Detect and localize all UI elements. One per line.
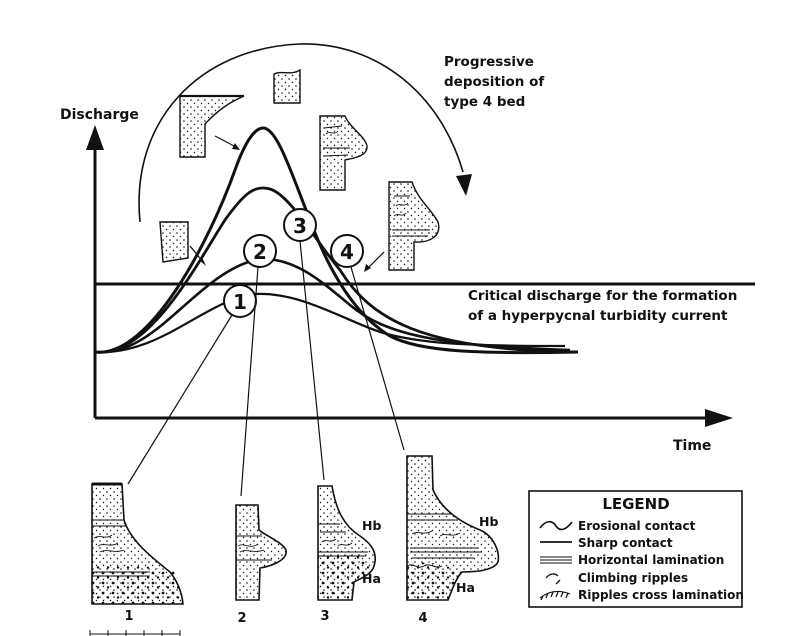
arc-label-1: Progressive [444, 54, 534, 70]
curve-marker-4: 4 [330, 234, 364, 268]
mini-sketch-far-right [364, 181, 440, 272]
curve-marker-label-2: 2 [253, 240, 267, 264]
legend-item-ripples: Ripples cross lamination [539, 588, 744, 602]
column4-unit-ha: Ha [456, 580, 475, 595]
erosional-contact-icon [539, 520, 573, 531]
legend-box [528, 490, 743, 608]
curve-marker-label-3: 3 [293, 214, 307, 238]
legend: LEGEND Erosional contact Sharp contact H… [528, 490, 744, 608]
legend-label-climbing: Climbing ripples [578, 571, 688, 585]
x-axis-label: Time [673, 438, 711, 454]
mini-sketch-top [273, 68, 301, 104]
legend-item-climbing: Climbing ripples [545, 571, 688, 585]
curve-1 [94, 292, 566, 354]
legend-item-horizontal: Horizontal lamination [540, 553, 724, 567]
bed-column-4 [406, 455, 500, 601]
legend-title: LEGEND [602, 495, 669, 513]
curve-3 [94, 186, 576, 354]
progressive-arc-arrow [138, 43, 472, 223]
column3-unit-hb: Hb [362, 518, 381, 533]
legend-item-erosional: Erosional contact [539, 519, 696, 533]
x-axis [95, 409, 733, 427]
y-axis-label: Discharge [60, 107, 139, 123]
bed-column-3 [317, 485, 376, 601]
hydrograph-curves [94, 126, 579, 355]
bed-column-label-3: 3 [320, 609, 329, 624]
leader-lines [127, 240, 405, 497]
legend-label-ripples: Ripples cross lamination [578, 588, 744, 602]
arc-label-3: type 4 bed [444, 94, 525, 110]
bed-column-label-1: 1 [124, 609, 133, 624]
arc-label-2: deposition of [444, 74, 544, 90]
bed-column-1 [91, 482, 184, 605]
climbing-ripples-icon [545, 573, 561, 585]
bed-column-label-4: 4 [418, 611, 427, 626]
curve-4 [94, 126, 579, 355]
legend-label-sharp: Sharp contact [578, 536, 673, 550]
mini-sketch-right [319, 115, 368, 191]
column4-unit-hb: Hb [479, 514, 498, 529]
curve-marker-label-1: 1 [233, 290, 247, 314]
curve-marker-2: 2 [243, 234, 277, 268]
scale-bar [89, 630, 181, 636]
curve-marker-1: 1 [223, 284, 257, 318]
legend-label-erosional: Erosional contact [578, 519, 696, 533]
curve-marker-3: 3 [283, 208, 317, 242]
column3-unit-ha: Ha [362, 571, 381, 586]
critical-line-label-2: of a hyperpycnal turbidity current [468, 308, 728, 324]
y-axis [86, 125, 104, 418]
bed-column-label-2: 2 [237, 611, 246, 626]
mini-sketch-upper-left [179, 94, 245, 158]
curve-2 [94, 257, 571, 354]
bed-column-2 [235, 504, 287, 601]
legend-item-sharp: Sharp contact [540, 536, 673, 550]
ripples-cross-lamination-icon [539, 590, 571, 601]
legend-label-horizontal: Horizontal lamination [578, 553, 724, 567]
horizontal-lamination-icon [540, 556, 572, 564]
curve-marker-label-4: 4 [340, 240, 354, 264]
mini-sketch-left-low [159, 221, 206, 266]
critical-line-label-1: Critical discharge for the formation [468, 288, 737, 304]
